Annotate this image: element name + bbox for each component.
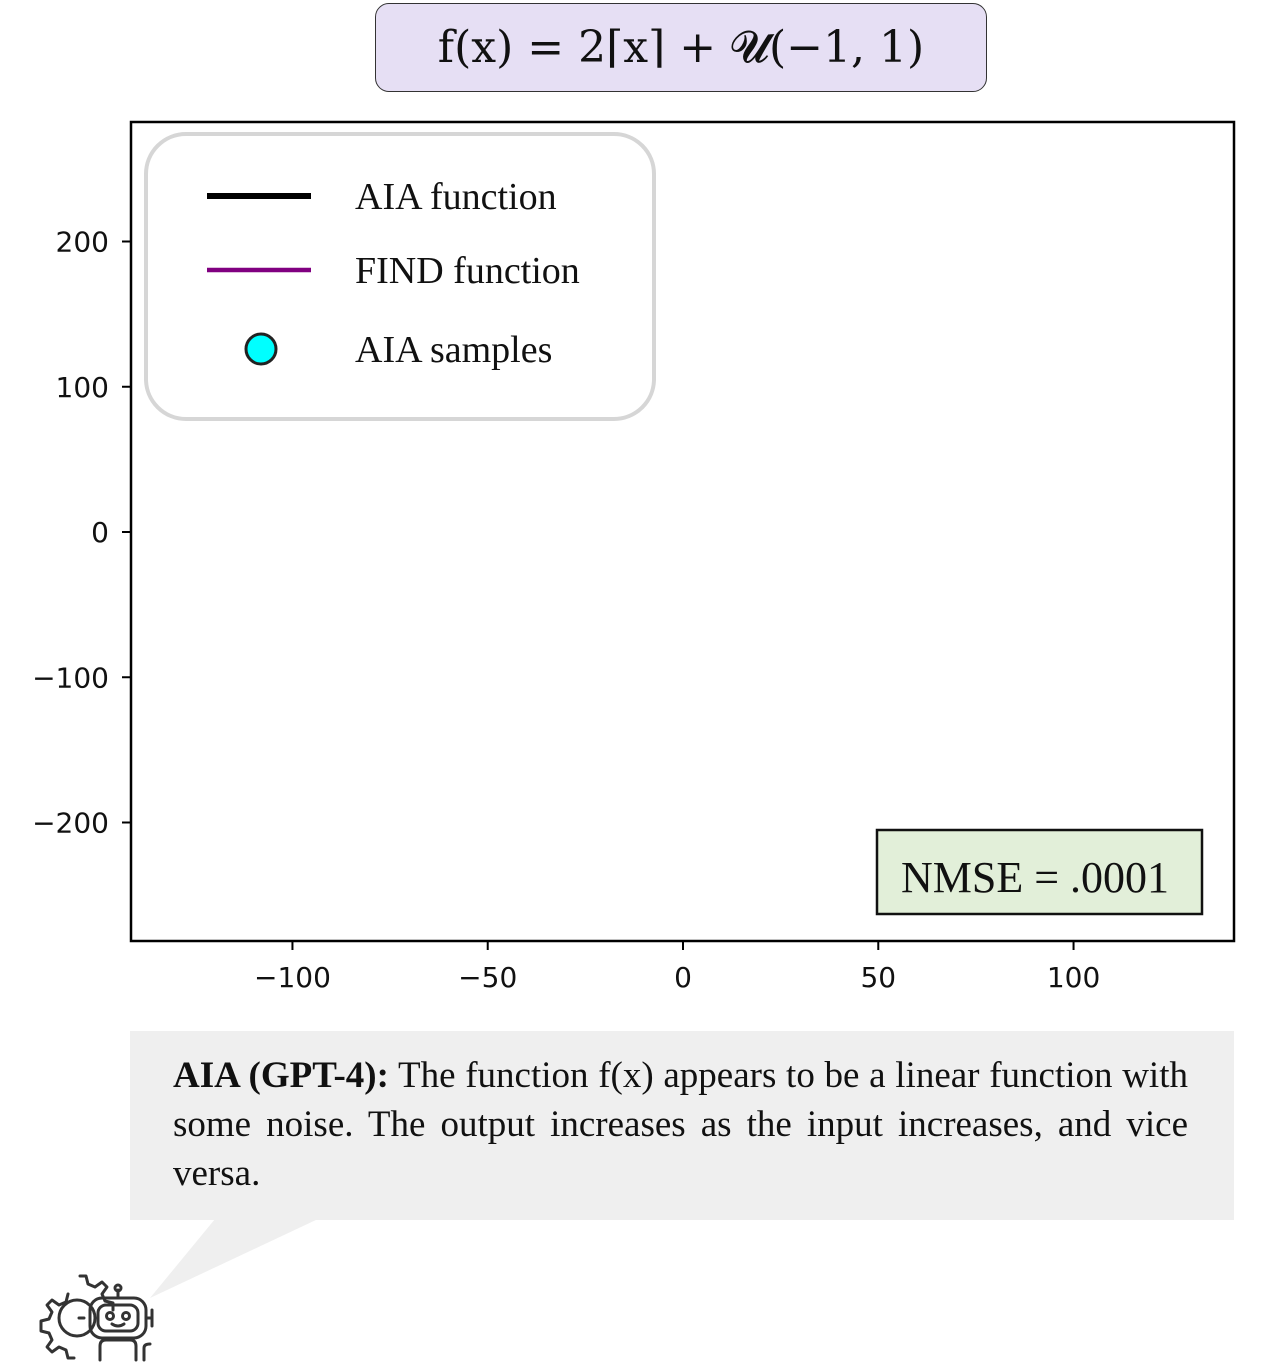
formula-box: f(x) = 2⌈x⌉ + 𝓤(−1, 1) xyxy=(375,3,987,92)
legend-label: FIND function xyxy=(355,250,580,292)
nmse-annotation: NMSE = .0001 xyxy=(875,828,1204,916)
caption-box: AIA (GPT-4): The function f(x) appears t… xyxy=(130,1031,1234,1220)
x-tick-label: −100 xyxy=(254,961,331,994)
nmse-text: NMSE = .0001 xyxy=(901,853,1169,902)
robot-gear-icon xyxy=(39,1274,154,1362)
x-tick-label: 0 xyxy=(674,961,692,994)
legend-label: AIA function xyxy=(355,176,557,218)
x-tick-label: 100 xyxy=(1047,961,1100,994)
x-tick-label: −50 xyxy=(458,961,517,994)
legend-label: AIA samples xyxy=(355,329,552,371)
y-tick-label: −100 xyxy=(32,661,109,694)
caption-text: The function f(x) appears to be a linear… xyxy=(173,1055,1188,1194)
nmse-box xyxy=(875,828,1204,916)
formula-text: f(x) = 2⌈x⌉ + 𝓤(−1, 1) xyxy=(437,22,925,73)
y-tick-label: 100 xyxy=(56,371,109,404)
x-tick-label: 50 xyxy=(860,961,896,994)
legend-marker xyxy=(244,332,278,366)
chart: −100 −50 0 50 100 −200 −100 0 100 200 AIA functio… xyxy=(32,120,1236,994)
caption-speaker: AIA (GPT-4): xyxy=(173,1055,389,1096)
y-tick-label: 0 xyxy=(91,516,109,549)
y-tick-label: 200 xyxy=(56,226,109,259)
y-tick-label: −200 xyxy=(32,807,109,840)
speech-bubble-tail xyxy=(150,1219,318,1298)
